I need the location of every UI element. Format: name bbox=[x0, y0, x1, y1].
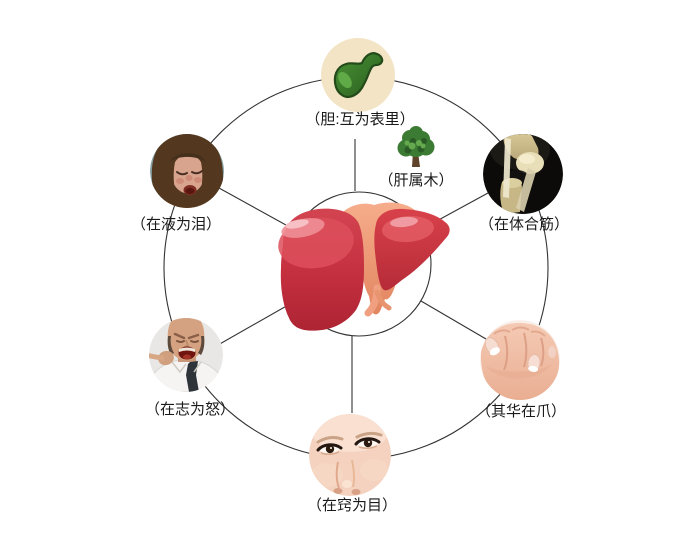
nostril-left bbox=[333, 488, 343, 494]
label-eyes: （在窍为目） bbox=[306, 497, 398, 514]
gallbladder-icon bbox=[333, 52, 384, 99]
node-eyes bbox=[309, 414, 391, 496]
man-fist bbox=[158, 350, 174, 366]
man-furrowed-brows bbox=[173, 332, 200, 340]
label-anger: （在志为怒） bbox=[144, 401, 236, 418]
nose-side-left bbox=[335, 461, 340, 489]
girl-hair-strand-left bbox=[169, 160, 177, 198]
man-eyes-squeezed bbox=[176, 340, 199, 343]
connector-line-lower-left bbox=[217, 299, 298, 346]
node-anger bbox=[149, 318, 223, 392]
label-nails: （其华在爪） bbox=[475, 403, 567, 420]
man-collar bbox=[171, 361, 202, 374]
tree-canopy bbox=[397, 126, 435, 157]
cheek-left bbox=[311, 463, 343, 487]
label-gallbladder: （胆:互为表里） bbox=[305, 111, 415, 128]
condyle-highlight bbox=[519, 154, 535, 164]
nose-side-right bbox=[351, 459, 356, 488]
nostril-right bbox=[351, 489, 361, 495]
patellar-ligament bbox=[516, 168, 536, 212]
gallbladder-highlight bbox=[338, 71, 352, 89]
label-tears: （在液为泪） bbox=[130, 216, 222, 233]
tree-canopy-lights bbox=[404, 140, 426, 150]
man-side-hair-right bbox=[198, 336, 205, 355]
eye-left-lower bbox=[320, 451, 340, 456]
ligament-vertical bbox=[503, 138, 511, 198]
eye-right-lid bbox=[354, 437, 381, 446]
girl-eyes-closed bbox=[176, 170, 203, 176]
eye-right-lower bbox=[358, 445, 378, 450]
eye-right-iris bbox=[363, 438, 373, 448]
girl-hair-strand-right bbox=[199, 160, 207, 198]
label-wood-element: （肝属木） bbox=[378, 172, 454, 189]
liver-left-gloss-small bbox=[285, 219, 309, 229]
knuckle-lines bbox=[493, 326, 546, 337]
eye-right-glint bbox=[368, 441, 370, 443]
man-teeth bbox=[179, 347, 195, 352]
man-tongue bbox=[183, 354, 191, 360]
node-tendons bbox=[483, 134, 563, 214]
node-nails bbox=[480, 320, 560, 400]
man-pointing-finger bbox=[149, 353, 164, 361]
eye-left-lid bbox=[316, 443, 343, 452]
palm-shadow bbox=[486, 364, 552, 379]
eye-left-glint bbox=[330, 447, 332, 449]
node-tears bbox=[150, 134, 224, 208]
girl-bangs bbox=[170, 153, 206, 163]
liver-duct-branch bbox=[374, 289, 392, 311]
liver-illustration bbox=[278, 202, 450, 331]
connector-line-lower-right bbox=[420, 300, 487, 340]
eye-left-iris bbox=[325, 444, 335, 454]
finger-creases bbox=[503, 332, 545, 371]
label-body-tendons: （在体合筋） bbox=[478, 216, 570, 233]
connector-line-upper-left bbox=[218, 187, 296, 231]
liver-right-gloss bbox=[390, 216, 418, 228]
nail-left bbox=[484, 337, 500, 356]
cheek-right bbox=[360, 459, 388, 481]
nail-center bbox=[527, 354, 541, 372]
girl-mouth-inner bbox=[185, 188, 195, 194]
eyebrows bbox=[316, 431, 383, 444]
man-side-hair-left bbox=[167, 336, 174, 355]
node-gallbladder bbox=[321, 38, 395, 112]
nose-tip-highlight bbox=[342, 480, 352, 488]
man-head bbox=[167, 318, 205, 360]
hand-curled bbox=[480, 322, 560, 400]
nail-right-partial bbox=[548, 346, 556, 358]
girl-blotchy-cheeks bbox=[176, 175, 202, 184]
tree-icon bbox=[397, 126, 435, 167]
